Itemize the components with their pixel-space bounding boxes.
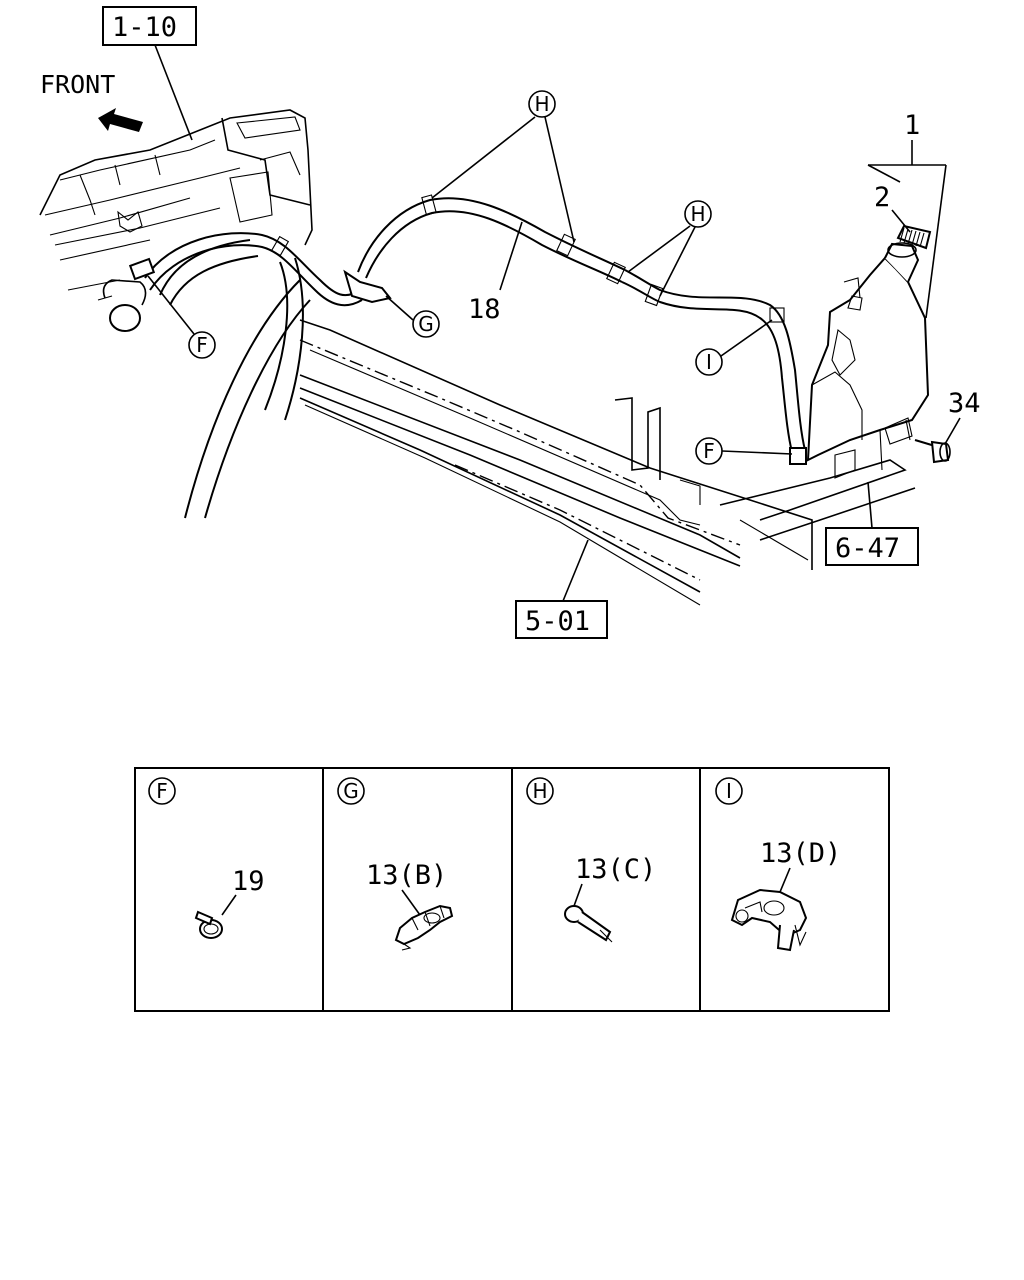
svg-text:F: F [156, 779, 168, 803]
svg-text:H: H [532, 779, 547, 803]
part-label-34[interactable]: 34 [948, 388, 981, 419]
detail-panel-F[interactable]: F 19 [148, 777, 265, 939]
svg-text:I: I [706, 350, 712, 374]
svg-text:1-10: 1-10 [112, 12, 177, 43]
leader-F-2 [721, 450, 793, 455]
leader-2 [891, 209, 911, 233]
leader-I [720, 319, 773, 357]
part-label-18[interactable]: 18 [468, 294, 501, 325]
detail-part-13B: 13(B) [366, 860, 447, 891]
callout-I[interactable]: I [695, 348, 723, 376]
svg-text:5-01: 5-01 [525, 606, 590, 637]
washer-tank[interactable] [806, 224, 932, 479]
leader-5-01 [562, 539, 589, 602]
svg-text:I: I [726, 779, 732, 803]
leader-F-1 [147, 275, 195, 335]
leader-H-4 [659, 226, 696, 297]
radiator-hoses [159, 239, 311, 519]
callout-H-right[interactable]: H [684, 200, 712, 228]
leader-G [385, 295, 414, 321]
svg-text:H: H [690, 202, 705, 226]
leader-H-2 [544, 116, 575, 243]
ref-box-6-47[interactable]: 6-47 [825, 527, 919, 566]
detail-part-13C: 13(C) [575, 854, 656, 885]
front-label: FRONT [40, 70, 115, 99]
detail-panels [134, 767, 890, 1012]
part-label-1[interactable]: 1 [904, 110, 920, 141]
callout-F-left[interactable]: F [188, 331, 216, 359]
leader-H-3 [627, 225, 691, 273]
callout-H-top[interactable]: H [528, 90, 556, 118]
leader-34 [944, 417, 961, 445]
svg-text:6-47: 6-47 [835, 533, 900, 564]
svg-text:G: G [418, 312, 434, 336]
svg-text:F: F [196, 333, 208, 357]
hose-clip-13D-icon [730, 888, 808, 952]
engine-bay-outline [39, 109, 313, 332]
svg-text:H: H [534, 92, 549, 116]
leader-18 [499, 221, 523, 291]
washer-hose-18[interactable] [128, 194, 807, 465]
ref-box-1-10[interactable]: 1-10 [102, 6, 197, 46]
detail-part-13D: 13(D) [760, 838, 841, 869]
hose-clip-13B-icon [394, 904, 454, 951]
svg-text:F: F [703, 439, 715, 463]
frame-rail [299, 319, 916, 606]
detail-part-19: 19 [232, 866, 265, 897]
svg-text:G: G [343, 779, 359, 803]
hose-clip-13C-icon [564, 905, 613, 943]
callout-F-right[interactable]: F [695, 437, 723, 465]
hose-clamp-19-icon [194, 910, 223, 939]
tank-cap-part-2[interactable] [896, 224, 932, 250]
front-arrow-icon [98, 108, 143, 132]
ref-box-5-01[interactable]: 5-01 [515, 600, 608, 639]
bracket-1 [867, 140, 947, 319]
part-label-2[interactable]: 2 [874, 182, 890, 213]
leader-6-47 [867, 481, 873, 529]
detail-panel-I[interactable]: I 13(D) [715, 777, 841, 952]
callout-G[interactable]: G [412, 310, 440, 338]
leader-H-1 [431, 116, 536, 199]
detail-panel-H[interactable]: H 13(C) [526, 777, 656, 943]
leader-1-10 [154, 44, 193, 141]
detail-panel-G[interactable]: G 13(B) [337, 777, 454, 951]
